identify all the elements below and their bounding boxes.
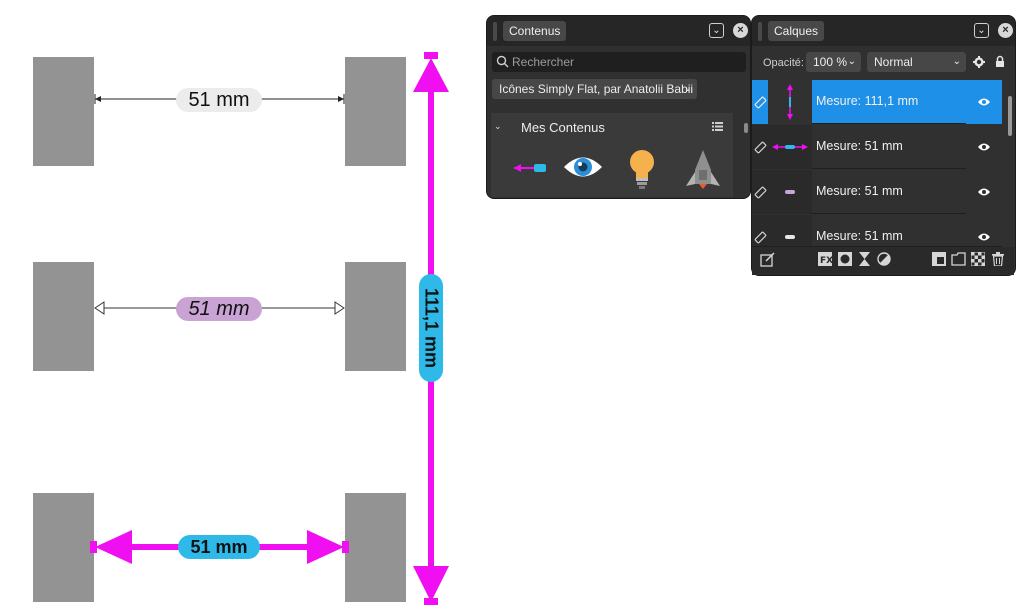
measure-tool-icon bbox=[754, 96, 767, 109]
layer-thumbnail bbox=[768, 80, 812, 124]
contents-panel-header[interactable]: Contenus ⌄ × bbox=[487, 16, 750, 46]
shape-rect-mid-right[interactable] bbox=[345, 262, 406, 371]
panel-close-icon[interactable]: × bbox=[998, 23, 1013, 38]
shape-rect-top-left[interactable] bbox=[33, 57, 94, 166]
layer-row[interactable]: Mesure: 51 mm bbox=[752, 170, 1002, 214]
layer-thumbnail bbox=[768, 125, 812, 169]
measure-label-bottom: 51 mm bbox=[178, 535, 260, 559]
layer-visibility[interactable] bbox=[966, 170, 1002, 214]
mask-icon[interactable] bbox=[838, 252, 852, 266]
fx-icon[interactable]: FX bbox=[818, 252, 832, 266]
shape-rect-bottom-right[interactable] bbox=[345, 493, 406, 602]
panel-close-icon[interactable]: × bbox=[733, 23, 748, 38]
layer-name: Mesure: 51 mm bbox=[816, 184, 903, 198]
contents-search-box[interactable] bbox=[492, 52, 746, 72]
layer-visibility[interactable] bbox=[966, 125, 1002, 169]
layer-name: Mesure: 51 mm bbox=[816, 139, 903, 153]
layer-thumb-vertical-measure bbox=[787, 84, 793, 120]
library-dropdown[interactable]: Icônes Simply Flat, par Anatolii Babii ⌄ bbox=[492, 79, 697, 99]
list-view-icon[interactable] bbox=[712, 122, 723, 131]
chevron-down-icon: ⌄ bbox=[952, 56, 961, 67]
section-title[interactable]: Mes Contenus bbox=[521, 120, 605, 135]
blend-mode-dropdown[interactable]: Normal ⌄ bbox=[867, 52, 966, 72]
measure-label-vertical: 111,1 mm bbox=[419, 274, 443, 382]
chevron-down-icon: ⌄ bbox=[847, 56, 856, 67]
library-dropdown-label: Icônes Simply Flat, par Anatolii Babii bbox=[499, 82, 694, 96]
layer-row[interactable]: Mesure: 111,1 mm bbox=[752, 80, 1002, 124]
gear-icon[interactable] bbox=[973, 56, 985, 68]
eye-icon[interactable] bbox=[977, 97, 991, 107]
layers-panel-header[interactable]: Calques ⌄ × bbox=[752, 16, 1015, 46]
eye-icon[interactable] bbox=[977, 187, 991, 197]
measure-label-middle: 51 mm bbox=[176, 297, 262, 321]
trash-icon[interactable] bbox=[992, 252, 1004, 266]
measure-tool-icon bbox=[754, 141, 767, 154]
shape-rect-mid-left[interactable] bbox=[33, 262, 94, 371]
tab-contenus[interactable]: Contenus bbox=[503, 21, 567, 41]
checkerboard-icon[interactable] bbox=[971, 252, 985, 266]
layer-visibility[interactable] bbox=[966, 80, 1002, 124]
measure-tool-icon bbox=[754, 231, 767, 244]
group-layer-icon[interactable] bbox=[932, 252, 946, 266]
opacity-value: 100 % bbox=[813, 55, 848, 69]
chevron-down-icon: ⌄ bbox=[683, 83, 692, 94]
eye-icon[interactable] bbox=[562, 150, 604, 184]
layer-name: Mesure: 111,1 mm bbox=[816, 94, 919, 108]
edit-layer-icon[interactable] bbox=[760, 252, 775, 267]
measure-label-vertical-text: 111,1 mm bbox=[421, 287, 442, 369]
svg-text:FX: FX bbox=[820, 256, 832, 266]
section-chevron-down-icon[interactable]: ⌄ bbox=[494, 121, 502, 131]
layers-scrollbar[interactable] bbox=[1008, 96, 1012, 136]
layer-visibility[interactable] bbox=[966, 215, 1002, 246]
layer-thumb-horizontal-measure bbox=[772, 144, 808, 150]
layer-row[interactable]: Mesure: 51 mm bbox=[752, 215, 1002, 247]
layer-edge bbox=[752, 170, 768, 214]
eye-icon[interactable] bbox=[977, 142, 991, 152]
adjustment-icon[interactable] bbox=[877, 252, 891, 266]
opacity-label: Opacité: bbox=[763, 57, 804, 69]
tab-calques[interactable]: Calques bbox=[768, 21, 825, 41]
opacity-dropdown[interactable]: 100 % ⌄ bbox=[806, 52, 861, 72]
folder-icon[interactable] bbox=[951, 252, 966, 266]
eye-icon[interactable] bbox=[977, 232, 991, 242]
measure-label-top: 51 mm bbox=[176, 88, 262, 112]
panel-grip[interactable] bbox=[493, 22, 497, 41]
search-input[interactable] bbox=[512, 52, 742, 72]
layer-thumbnail bbox=[768, 215, 812, 246]
layer-edge bbox=[752, 80, 768, 124]
layer-row[interactable]: Mesure: 51 mm bbox=[752, 125, 1002, 169]
panel-collapse-icon[interactable]: ⌄ bbox=[709, 23, 724, 38]
panel-collapse-icon[interactable]: ⌄ bbox=[974, 23, 989, 38]
lightbulb-icon[interactable] bbox=[627, 148, 657, 190]
layer-name: Mesure: 51 mm bbox=[816, 229, 903, 243]
contents-scrollbar[interactable] bbox=[744, 123, 748, 133]
layer-thumb-gray-measure bbox=[785, 235, 795, 239]
lock-icon[interactable] bbox=[995, 55, 1005, 68]
blend-mode-value: Normal bbox=[874, 55, 913, 69]
rocket-icon[interactable] bbox=[685, 148, 721, 190]
shape-rect-bottom-left[interactable] bbox=[33, 493, 94, 602]
layer-thumbnail bbox=[768, 170, 812, 214]
layer-thumb-purple-measure bbox=[785, 190, 795, 194]
search-icon bbox=[496, 55, 509, 68]
layer-edge bbox=[752, 125, 768, 169]
measure-tool-icon bbox=[754, 186, 767, 199]
hourglass-icon[interactable] bbox=[858, 252, 871, 266]
arrow-icon[interactable] bbox=[512, 157, 548, 179]
design-canvas[interactable]: 51 mm 51 mm 51 mm 111,1 mm bbox=[0, 0, 480, 614]
panel-grip[interactable] bbox=[758, 22, 762, 41]
shape-rect-top-right[interactable] bbox=[345, 57, 406, 166]
